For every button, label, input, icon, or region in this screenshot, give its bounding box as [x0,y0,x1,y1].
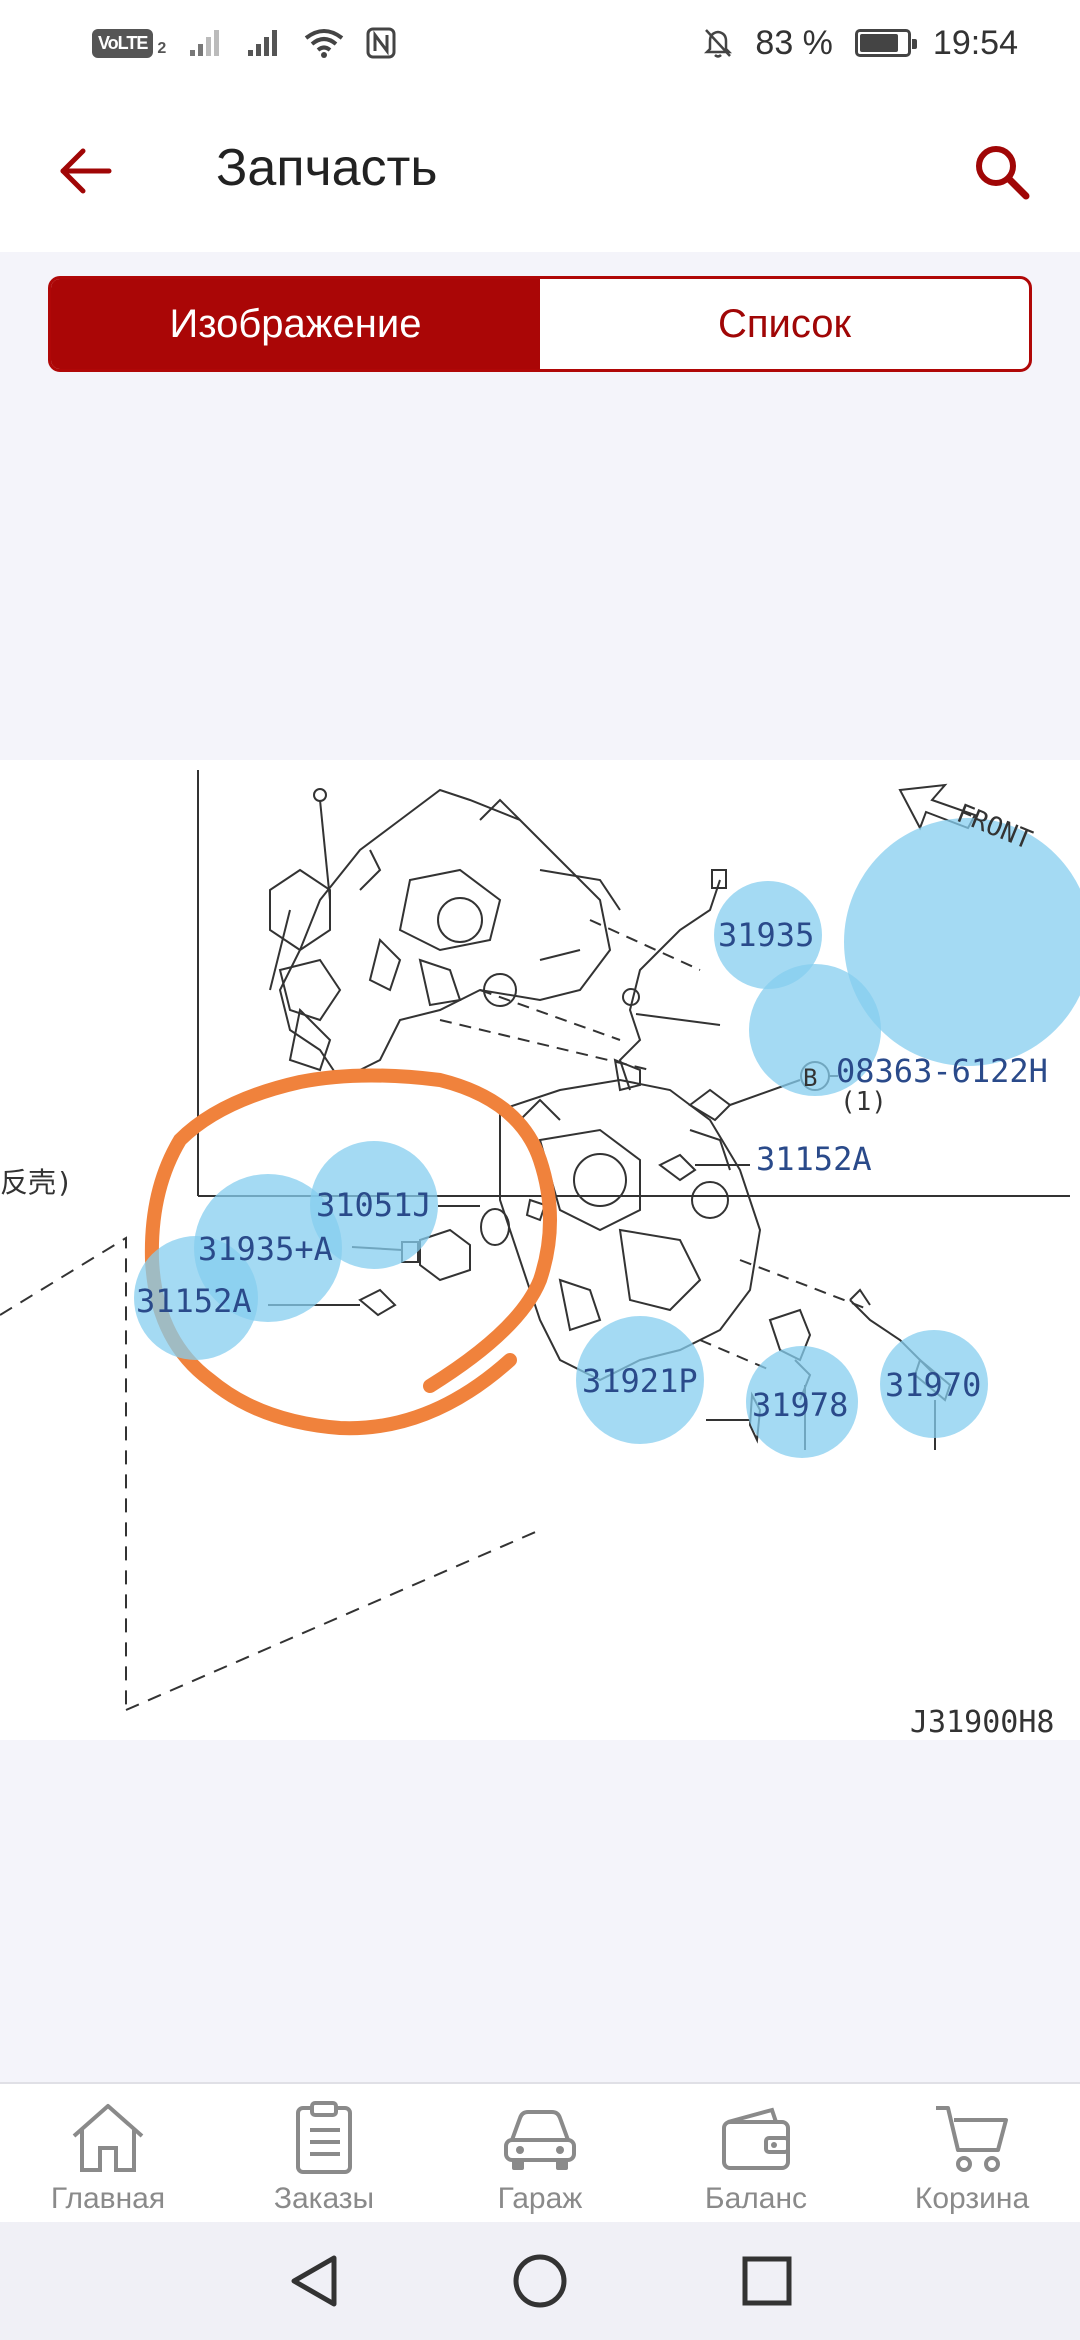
parts-diagram-drawing: 31935 08363-6122H 31152A 31051J 31935+A … [0,770,1080,1740]
bell-off-icon [704,29,733,58]
cart-icon [936,2106,1008,2172]
callout-label[interactable]: 31152A [136,1282,252,1320]
quantity-note: (1) [840,1087,887,1117]
nav-label: Корзина [914,2182,1030,2215]
diagram-code: J31900H8 [910,1705,1055,1740]
battery-icon [854,29,917,57]
status-bar: VoLTE 2 83 % 19:54 [0,0,1080,86]
nav-label: Гараж [497,2182,583,2215]
parts-diagram[interactable]: 31935 08363-6122H 31152A 31051J 31935+A … [0,760,1080,1740]
nav-label: Баланс [704,2182,808,2215]
search-icon [976,146,1030,200]
triangle-back-icon [291,2255,337,2307]
volte-badge: VoLTE [92,28,154,58]
view-toggle: Изображение Список [48,276,1032,372]
callout-label[interactable]: 31978 [752,1386,848,1424]
callout-bubble [576,1316,704,1444]
nav-home[interactable]: Главная [8,2100,208,2216]
nav-label: Главная [50,2182,166,2215]
tab-image[interactable]: Изображение [51,279,540,369]
b-marker: B [803,1064,817,1092]
side-note: 反壳) [0,1166,73,1199]
callout-bubble [746,1346,858,1458]
back-button[interactable] [50,136,120,206]
system-back-button[interactable] [273,2241,353,2321]
callout-label[interactable]: 08363-6122H [836,1052,1048,1090]
app-header: Запчасть [0,86,1080,252]
bottom-nav: Главная Заказы Гараж Баланс [0,2082,1080,2222]
status-right: 83 % 19:54 [703,24,1018,63]
arrow-left-icon [60,148,112,194]
system-home-button[interactable] [500,2241,580,2321]
callout-bubble [310,1141,438,1269]
system-recents-button[interactable] [727,2241,807,2321]
clipboard-icon [296,2101,352,2174]
nav-balance[interactable]: Баланс [656,2100,856,2216]
system-nav [0,2222,1080,2340]
battery-fill [859,34,899,52]
signal-icon [190,30,220,56]
callout-bubbles [134,818,1080,1458]
nav-cart[interactable]: Корзина [872,2100,1072,2216]
callout-bubble [749,964,881,1096]
nav-label: Заказы [273,2182,375,2215]
callout-label[interactable]: 31935 [718,916,814,954]
callout-bubble [134,1236,258,1360]
square-recents-icon [742,2256,792,2306]
clock: 19:54 [932,23,1018,62]
nav-garage[interactable]: Гараж [440,2100,640,2216]
home-icon [72,2104,144,2172]
sim-slot-label: 2 [157,40,167,57]
callout-bubble [714,881,822,989]
page-title: Запчасть [216,139,438,197]
callout-label[interactable]: 31921P [582,1362,698,1400]
callout-bubble [844,818,1080,1066]
battery-percent: 83 % [755,23,833,62]
callout-label[interactable]: 31051J [316,1186,432,1224]
callout-label[interactable]: 31152A [756,1140,872,1178]
car-icon [504,2110,576,2170]
circle-home-icon [513,2254,567,2308]
status-left: VoLTE 2 [92,27,396,59]
nfc-icon [366,27,396,59]
search-button[interactable] [966,136,1038,208]
signal-icon [248,30,278,56]
nav-orders[interactable]: Заказы [224,2100,424,2216]
callout-bubble [880,1330,988,1438]
wallet-icon [722,2107,790,2170]
callout-label[interactable]: 31935+A [198,1230,333,1268]
orange-annotation-circle [144,1068,557,1436]
tab-list[interactable]: Список [717,301,852,346]
wifi-icon [305,29,344,58]
callout-label[interactable]: 31970 [885,1366,981,1404]
